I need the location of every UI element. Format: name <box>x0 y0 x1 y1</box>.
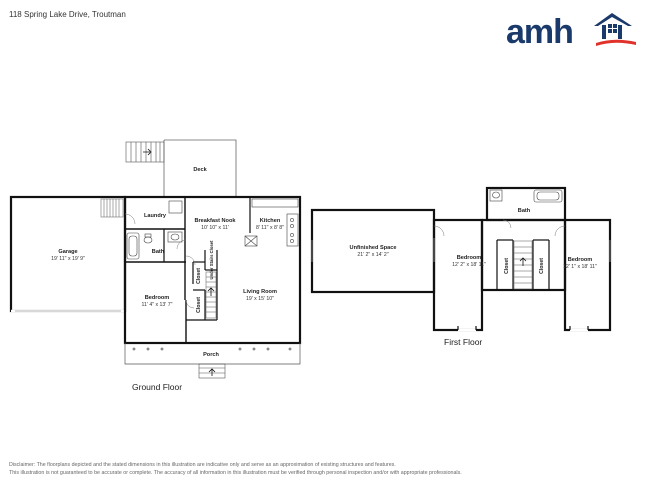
property-address: 118 Spring Lake Drive, Troutman <box>9 10 126 19</box>
living-room-label: Living Room <box>243 289 277 295</box>
ground-floor-walls <box>123 195 302 345</box>
closet-left-label: Closet <box>504 258 510 274</box>
closet-b-label: Closet <box>196 297 202 313</box>
window-marks <box>311 238 611 262</box>
unfinished-space-label: Unfinished Space <box>350 245 397 251</box>
ground-floor-label: Ground Floor <box>132 382 183 392</box>
disclaimer-line-2: This illustration is not guaranteed to b… <box>9 470 462 476</box>
bathtub-icon <box>126 232 140 260</box>
upstairs-door-swings <box>433 219 566 237</box>
living-room-dims: 19' x 15' 10" <box>246 296 274 302</box>
bedroom-left-label: Bedroom <box>457 255 482 261</box>
laundry-label: Laundry <box>144 213 167 219</box>
bedroom-right-label: Bedroom <box>568 257 593 263</box>
porch-label: Porch <box>203 352 219 358</box>
garage-label: Garage <box>58 249 77 255</box>
closet-a-label: Closet <box>196 268 202 284</box>
laundry-appliance-icon <box>168 200 183 214</box>
closet-right-label: Closet <box>539 258 545 274</box>
deck-stairs-arrow-icon <box>143 148 152 156</box>
logo-text: amh <box>506 13 574 51</box>
first-floor-label: First Floor <box>444 337 483 347</box>
stairs-up-arrow-icon <box>207 287 215 296</box>
bedroom-dims: 11' 4" x 13' 7" <box>142 302 173 308</box>
upstairs-arrow-icon <box>519 257 527 266</box>
kitchen-dims: 8' 11" x 8' 8" <box>256 225 284 231</box>
kitchen-counter <box>251 198 299 247</box>
garage-stairs <box>100 198 124 218</box>
fireplace-icon <box>244 235 258 247</box>
door-swings <box>124 213 196 309</box>
garage-dims: 19' 11" x 19' 9" <box>51 256 85 262</box>
bath-label: Bath <box>152 249 165 255</box>
amh-logo: amh <box>506 10 638 52</box>
interior-stairs <box>205 271 217 319</box>
bedroom-right-dims: 12' 1" x 18' 11" <box>563 264 597 270</box>
toilet-icon <box>143 233 153 244</box>
disclaimer-line-1: Disclaimer: The floorplans depicted and … <box>9 462 396 468</box>
under-stairs-closet-label: Under Stairs Closet <box>209 240 214 279</box>
breakfast-nook-dims: 10' 10" x 11' <box>201 225 229 231</box>
sink-icon <box>167 231 183 243</box>
unfinished-space-dims: 21' 2" x 14' 2" <box>357 252 388 258</box>
breakfast-nook-label: Breakfast Nook <box>194 218 236 224</box>
deck-label: Deck <box>193 167 207 173</box>
upstairs-bath-label: Bath <box>518 208 531 214</box>
deck-stairs <box>125 141 165 163</box>
porch-stairs-arrow-icon <box>208 368 216 376</box>
house-roof-icon <box>594 13 636 46</box>
kitchen-label: Kitchen <box>260 218 281 224</box>
upstairs-bathtub-icon <box>533 189 563 203</box>
bedroom-left-dims: 12' 2" x 18' 11" <box>452 262 486 268</box>
bedroom-label: Bedroom <box>145 295 170 301</box>
upstairs-sink-icon <box>489 189 503 202</box>
